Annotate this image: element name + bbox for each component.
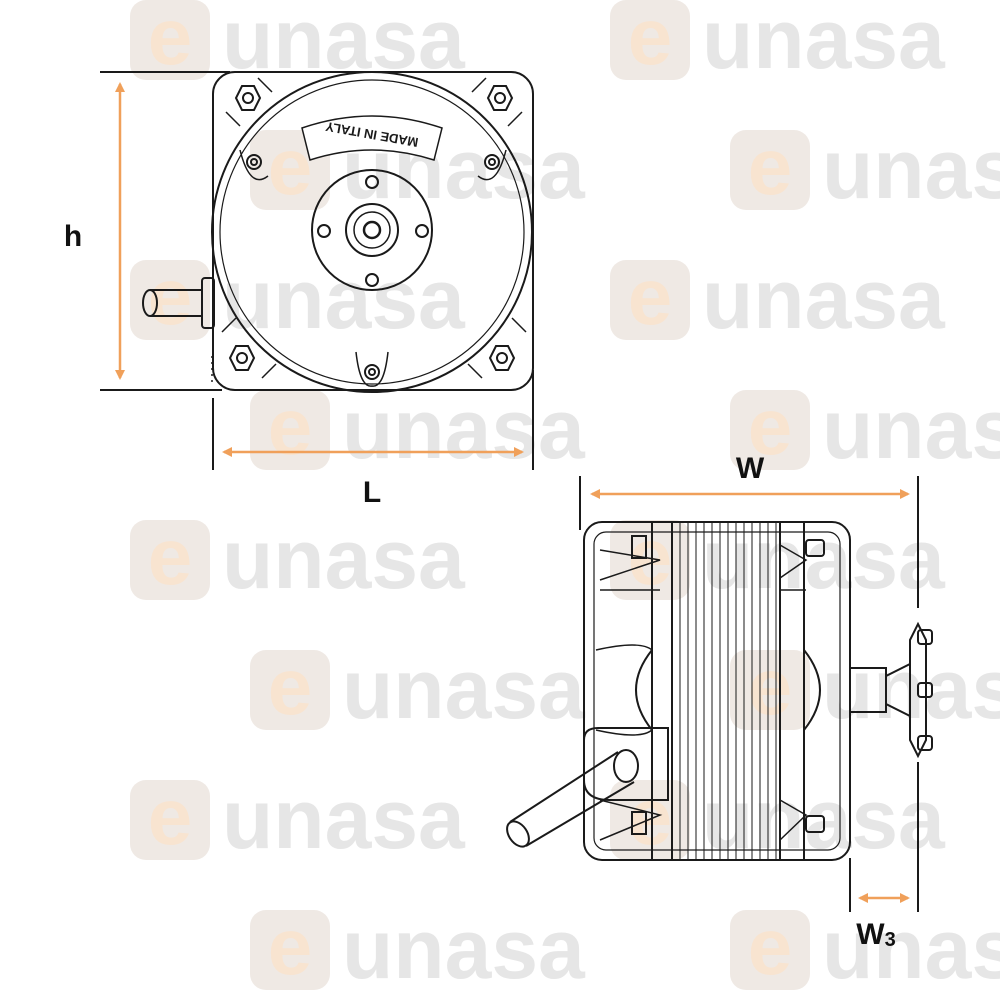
watermark-text: unasa (222, 512, 466, 606)
watermark-logo-letter: e (748, 122, 793, 211)
corner-nut-top-right (471, 77, 523, 127)
watermark-text: unasa (702, 252, 946, 346)
watermark-layer: eunasaeunasaeunasaeunasaeunasaeunasaeuna… (130, 0, 1000, 996)
motor-housing-inner-circle (219, 79, 525, 385)
lamination-stack (671, 521, 781, 861)
watermark-text: unasa (702, 0, 946, 86)
motor-housing-circle (211, 71, 533, 393)
hub-flange (311, 169, 433, 291)
watermark-logo-letter: e (748, 902, 793, 991)
watermark-text: unasa (222, 252, 466, 346)
watermark-text: unasa (222, 0, 466, 86)
power-cable-side (506, 727, 669, 848)
dimension-label-L: L (363, 476, 381, 509)
watermark-logo-letter: e (148, 772, 193, 861)
watermark-text: unasa (822, 902, 1000, 996)
dimension-label-W: W (736, 452, 765, 485)
dimension-label-h: h (64, 220, 82, 253)
motor-side-view (506, 521, 933, 861)
watermark-badge (130, 260, 210, 340)
watermark-logo-letter: e (748, 382, 793, 471)
watermark-badge (610, 260, 690, 340)
watermark-text: unasa (822, 382, 1000, 476)
lamination-lines (679, 522, 777, 860)
watermark-text: unasa (342, 382, 586, 476)
watermark-badge (130, 780, 210, 860)
watermark-logo-letter: e (628, 772, 673, 861)
watermark-logo-letter: e (748, 642, 793, 731)
watermark-text: unasa (342, 642, 586, 736)
watermark-logo-letter: e (148, 252, 193, 341)
side-shaft-flange (849, 621, 933, 759)
watermark-logo-letter: e (268, 382, 313, 471)
watermark-badge (730, 390, 810, 470)
hub-hole-right (415, 224, 429, 238)
watermark-logo-letter: e (628, 252, 673, 341)
power-cable-front (142, 277, 215, 329)
watermark-logo-letter: e (268, 902, 313, 991)
screw-right (477, 149, 507, 181)
hub-boss (345, 203, 399, 257)
dimension-lines (100, 71, 919, 912)
hub-boss-inner (353, 211, 391, 249)
watermark-badge (610, 0, 690, 80)
hub-hole-left (317, 224, 331, 238)
screw-left (239, 149, 269, 181)
side-bolt-top (599, 535, 825, 591)
watermark-badge (730, 130, 810, 210)
rotor-bulge-outline (595, 644, 653, 736)
watermark-logo-letter: e (628, 512, 673, 601)
watermark-badge (130, 0, 210, 80)
watermark-logo-letter: e (148, 512, 193, 601)
corner-nut-top-left (225, 77, 273, 127)
corner-nut-bottom-right (467, 317, 527, 379)
dimension-label-W3-main: W (856, 918, 885, 951)
motor-front-view (142, 71, 534, 393)
watermark-text: unasa (342, 902, 586, 996)
watermark-badge (130, 520, 210, 600)
watermark-badge (250, 910, 330, 990)
dimension-label-W3: W3 (856, 918, 895, 951)
watermark-text: unasa (222, 772, 466, 866)
watermark-badge (610, 520, 690, 600)
side-frame-inner (593, 531, 841, 851)
watermark-logo-letter: e (148, 0, 193, 81)
watermark-text: unasa (702, 512, 946, 606)
watermark-badge (730, 910, 810, 990)
screw-bottom (355, 351, 389, 387)
watermark-logo-letter: e (628, 0, 673, 81)
hub-hole-top (365, 175, 379, 189)
shaft (362, 220, 382, 240)
watermark-text: unasa (822, 122, 1000, 216)
dimension-label-W3-sub: 3 (885, 929, 896, 951)
hub-hole-bottom (365, 273, 379, 287)
side-bolt-bottom (599, 799, 825, 841)
watermark-logo-letter: e (268, 642, 313, 731)
corner-nut-bottom-left (221, 317, 277, 379)
watermark-badge (250, 650, 330, 730)
rotor-bulge (635, 649, 821, 731)
watermark-badge (730, 650, 810, 730)
stamp-band (301, 115, 443, 161)
